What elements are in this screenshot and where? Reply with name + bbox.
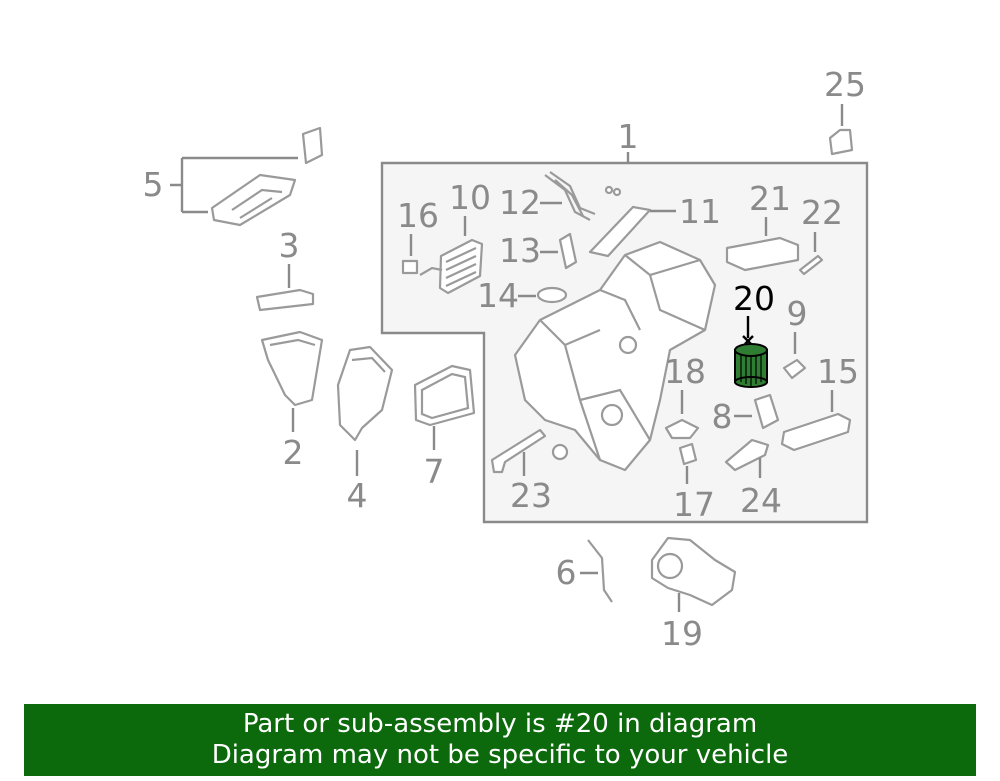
part-19-blower-housing[interactable] bbox=[650, 536, 737, 607]
callout-16[interactable]: 16 bbox=[397, 196, 439, 235]
part-25[interactable] bbox=[828, 128, 854, 156]
callout-10[interactable]: 10 bbox=[449, 178, 491, 217]
callout-6[interactable]: 6 bbox=[556, 553, 577, 592]
callout-22[interactable]: 22 bbox=[801, 193, 843, 232]
callout-23[interactable]: 23 bbox=[510, 476, 552, 515]
banner-line-1: Part or sub-assembly is #20 in diagram bbox=[242, 709, 758, 739]
callout-1[interactable]: 1 bbox=[618, 117, 639, 156]
callout-24[interactable]: 24 bbox=[740, 481, 782, 520]
part-22[interactable] bbox=[798, 254, 824, 276]
leader-5 bbox=[170, 156, 298, 214]
callout-20[interactable]: 20 bbox=[733, 279, 775, 318]
callout-7[interactable]: 7 bbox=[424, 452, 445, 491]
part-17[interactable] bbox=[678, 442, 698, 466]
part-4-detail bbox=[351, 356, 386, 373]
part-12-oring-b bbox=[612, 187, 622, 197]
part-12-pipe-c bbox=[554, 179, 584, 217]
callout-13[interactable]: 13 bbox=[499, 231, 541, 270]
callout-12[interactable]: 12 bbox=[499, 183, 541, 222]
callout-14[interactable]: 14 bbox=[477, 276, 519, 315]
part-20-blower-motor[interactable] bbox=[734, 343, 768, 388]
info-banner: Part or sub-assembly is #20 in diagram D… bbox=[24, 704, 976, 776]
part-1-actuator-b bbox=[600, 403, 624, 427]
part-2-detail bbox=[269, 338, 316, 347]
callout-5[interactable]: 5 bbox=[143, 165, 164, 204]
part-10-fins bbox=[445, 247, 477, 287]
callout-25[interactable]: 25 bbox=[824, 65, 866, 104]
part-12-oring-a bbox=[604, 185, 614, 195]
callout-18[interactable]: 18 bbox=[664, 352, 706, 391]
part-24[interactable] bbox=[724, 438, 770, 472]
part-14-seal[interactable] bbox=[536, 286, 568, 304]
callout-19[interactable]: 19 bbox=[661, 614, 703, 653]
part-1-hvac-housing[interactable] bbox=[513, 240, 717, 472]
leader-20-arrow-b bbox=[744, 335, 754, 345]
part-10-evaporator[interactable] bbox=[438, 238, 484, 295]
part-1-actuator-a bbox=[618, 335, 638, 355]
part-8[interactable] bbox=[753, 393, 780, 430]
part-2-duct[interactable] bbox=[260, 330, 324, 407]
part-18[interactable] bbox=[664, 418, 700, 440]
callout-21[interactable]: 21 bbox=[749, 179, 791, 218]
part-19-inlet bbox=[656, 552, 684, 580]
part-21-filter[interactable] bbox=[725, 236, 800, 272]
part-6-drain-hose[interactable] bbox=[587, 539, 613, 603]
part-16[interactable] bbox=[401, 259, 419, 275]
callout-15[interactable]: 15 bbox=[817, 352, 859, 391]
callout-3[interactable]: 3 bbox=[279, 226, 300, 265]
part-7-inner bbox=[420, 372, 470, 420]
part-1-housing-detail bbox=[539, 254, 706, 461]
callout-8[interactable]: 8 bbox=[712, 397, 733, 436]
part-12-pipe-b bbox=[549, 171, 596, 216]
part-5-bracket[interactable] bbox=[210, 173, 297, 227]
callout-9[interactable]: 9 bbox=[787, 294, 808, 333]
part-10-pipe bbox=[419, 266, 443, 276]
part-4-duct[interactable] bbox=[336, 345, 394, 442]
part-13[interactable] bbox=[558, 232, 578, 270]
callout-17[interactable]: 17 bbox=[673, 485, 715, 524]
leader-20-arrow-a bbox=[742, 335, 752, 345]
part-5-detail bbox=[231, 188, 283, 219]
callout-11[interactable]: 11 bbox=[679, 192, 721, 231]
part-5-control-panel[interactable] bbox=[301, 126, 324, 165]
banner-line-2: Diagram may not be specific to your vehi… bbox=[211, 740, 789, 770]
part-23[interactable] bbox=[490, 428, 547, 474]
part-9[interactable] bbox=[782, 358, 807, 380]
parts-diagram: 1 25 5 3 2 4 7 16 10 12 11 13 bbox=[143, 65, 869, 653]
part-7-gasket[interactable] bbox=[413, 364, 476, 427]
part-23-clip bbox=[551, 443, 569, 461]
callout-4[interactable]: 4 bbox=[347, 476, 368, 515]
part-3-filter[interactable] bbox=[255, 288, 315, 312]
callout-2[interactable]: 2 bbox=[283, 433, 304, 472]
part-15-filter[interactable] bbox=[780, 412, 852, 452]
